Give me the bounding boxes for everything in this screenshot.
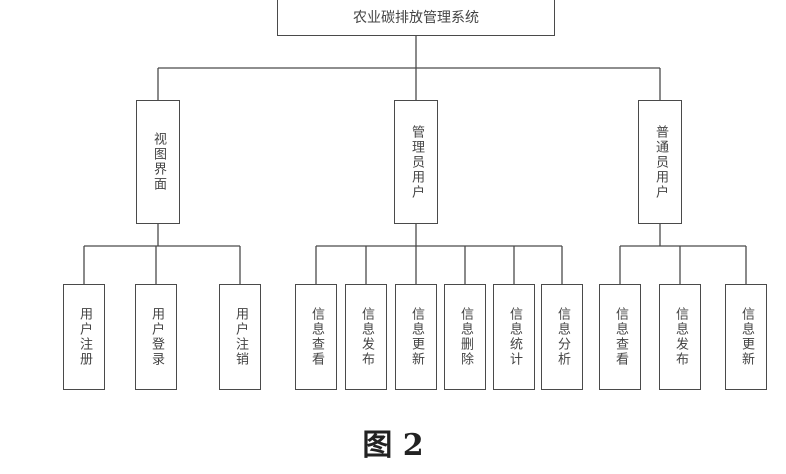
leaf-label: 用户登录 <box>149 307 164 367</box>
leaf-info-delete: 信息删除 <box>444 284 486 390</box>
leaf-label: 信息统计 <box>507 307 522 367</box>
leaf-label: 信息发布 <box>673 307 688 367</box>
module-view-interface: 视图界面 <box>136 100 180 224</box>
leaf-user-register: 用户注册 <box>63 284 105 390</box>
root-label: 农业碳排放管理系统 <box>353 10 479 26</box>
leaf-info-analysis: 信息分析 <box>541 284 583 390</box>
leaf-info-view: 信息查看 <box>295 284 337 390</box>
leaf-label: 信息查看 <box>309 307 324 367</box>
leaf-label: 信息查看 <box>613 307 628 367</box>
module-regular-user: 普通员用户 <box>638 100 682 224</box>
leaf-label: 信息更新 <box>739 307 754 367</box>
leaf-label: 信息更新 <box>409 307 424 367</box>
leaf-label: 用户注册 <box>77 307 92 367</box>
leaf-label: 信息分析 <box>555 307 570 367</box>
leaf-info-update: 信息更新 <box>395 284 437 390</box>
leaf-label: 信息删除 <box>458 307 473 367</box>
leaf-label: 用户注销 <box>233 307 248 367</box>
figure-caption: 图 2 <box>362 428 424 463</box>
root-node: 农业碳排放管理系统 <box>277 0 555 36</box>
leaf-info-publish: 信息发布 <box>659 284 701 390</box>
module-label: 普通员用户 <box>653 124 668 200</box>
leaf-label: 信息发布 <box>359 307 374 367</box>
leaf-user-logout: 用户注销 <box>219 284 261 390</box>
leaf-user-login: 用户登录 <box>135 284 177 390</box>
leaf-info-update: 信息更新 <box>725 284 767 390</box>
leaf-info-view: 信息查看 <box>599 284 641 390</box>
leaf-info-publish: 信息发布 <box>345 284 387 390</box>
module-label: 管理员用户 <box>409 124 424 200</box>
module-label: 视图界面 <box>151 132 166 192</box>
leaf-info-statistics: 信息统计 <box>493 284 535 390</box>
module-admin-user: 管理员用户 <box>394 100 438 224</box>
